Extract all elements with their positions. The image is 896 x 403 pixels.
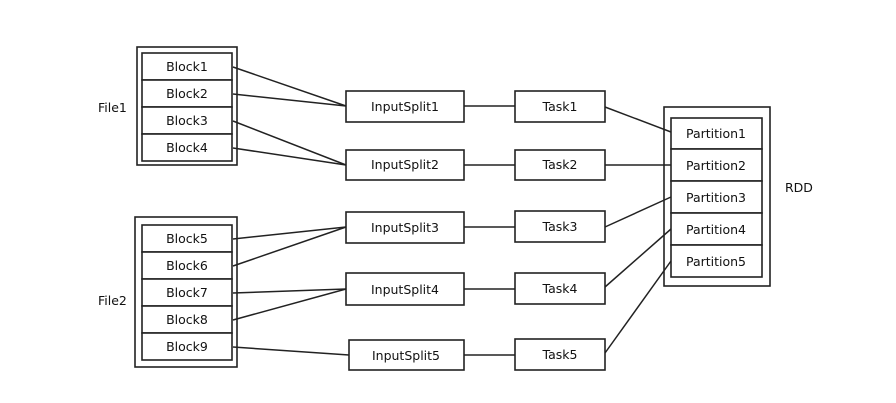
input-split-label: InputSplit1 (371, 99, 439, 114)
partition-item: Partition3 (670, 180, 763, 214)
block-item: Block5 (141, 224, 233, 253)
rdd-frame (663, 106, 771, 287)
partition-label: Partition3 (686, 190, 746, 205)
block-cell (141, 106, 233, 135)
task-box (514, 149, 606, 181)
partition-item: Partition1 (670, 117, 763, 150)
partition-cell (670, 148, 763, 182)
block-item: Block1 (141, 52, 233, 81)
edge-block6-split3 (232, 226, 347, 267)
rdd-group: RDD Partition1 Partition2 Partition3 Par… (663, 106, 813, 287)
block-label: Block9 (166, 339, 208, 354)
edge-block5-split3 (232, 226, 347, 240)
input-split-box (345, 149, 465, 181)
block-item: Block4 (141, 133, 233, 162)
block-item: Block2 (141, 79, 233, 108)
task-node: Task4 (514, 272, 606, 305)
block-cell (141, 133, 233, 162)
edge-block7-split4 (232, 288, 347, 294)
edge-block1-split1 (232, 66, 347, 107)
file1-frame (136, 46, 238, 166)
input-split-box (345, 272, 465, 306)
block-label: Block4 (166, 140, 208, 155)
input-split-label: InputSplit3 (371, 220, 439, 235)
task-node: Task2 (514, 149, 606, 181)
partition-item: Partition2 (670, 148, 763, 182)
input-split-node: InputSplit4 (345, 272, 465, 306)
input-split-box (345, 90, 465, 123)
input-split-node: InputSplit2 (345, 149, 465, 181)
input-split-node: InputSplit3 (345, 211, 465, 244)
partition-label: Partition4 (686, 222, 746, 237)
file2-frame (134, 216, 238, 368)
task-label: Task2 (542, 157, 578, 172)
task-node: Task1 (514, 90, 606, 123)
block-cell (141, 251, 233, 280)
edge-block8-split4 (232, 288, 347, 321)
task-node: Task5 (514, 338, 606, 371)
task-box (514, 210, 606, 243)
input-split-node: InputSplit1 (345, 90, 465, 123)
input-split-node: InputSplit5 (348, 339, 465, 371)
tasks: Task1 Task2 Task3 Task4 Task5 (514, 90, 606, 371)
input-split-label: InputSplit5 (372, 348, 440, 363)
block-label: Block7 (166, 285, 208, 300)
block-item: Block8 (141, 305, 233, 334)
block-label: Block8 (166, 312, 208, 327)
block-label: Block5 (166, 231, 208, 246)
block-label: Block2 (166, 86, 208, 101)
edge-block3-split2 (232, 120, 347, 166)
task-label: Task1 (542, 99, 578, 114)
task-label: Task5 (542, 347, 578, 362)
file2-label: File2 (98, 293, 127, 308)
block-label: Block6 (166, 258, 208, 273)
block-item: Block9 (141, 332, 233, 361)
block-item: Block7 (141, 278, 233, 307)
partition-label: Partition2 (686, 158, 746, 173)
task-box (514, 338, 606, 371)
edge-task4-partition4 (604, 228, 672, 288)
rdd-label: RDD (785, 180, 813, 195)
edge-block9-split5 (232, 346, 350, 356)
edge-block2-split1 (232, 93, 347, 107)
input-split-box (348, 339, 465, 371)
partition-cell (670, 180, 763, 214)
partition-item: Partition5 (670, 244, 763, 278)
block-cell (141, 278, 233, 307)
task-box (514, 272, 606, 305)
connectors (232, 66, 672, 356)
input-split-box (345, 211, 465, 244)
block-cell (141, 224, 233, 253)
edge-task5-partition5 (604, 260, 672, 354)
input-split-label: InputSplit2 (371, 157, 439, 172)
block-cell (141, 332, 233, 361)
input-split-label: InputSplit4 (371, 282, 439, 297)
partition-item: Partition4 (670, 212, 763, 246)
block-label: Block1 (166, 59, 208, 74)
block-item: Block3 (141, 106, 233, 135)
block-label: Block3 (166, 113, 208, 128)
file1-label: File1 (98, 100, 127, 115)
partition-cell (670, 244, 763, 278)
task-label: Task4 (542, 281, 578, 296)
file2-group: File2 Block5 Block6 Block7 Block8 Block9 (98, 216, 238, 368)
task-node: Task3 (514, 210, 606, 243)
task-box (514, 90, 606, 123)
task-label: Task3 (542, 219, 578, 234)
partition-label: Partition1 (686, 126, 746, 141)
partition-label: Partition5 (686, 254, 746, 269)
edge-block4-split2 (232, 147, 347, 166)
edge-task3-partition3 (604, 196, 672, 228)
file1-group: File1 Block1 Block2 Block3 Block4 (98, 46, 238, 166)
block-item: Block6 (141, 251, 233, 280)
input-splits: InputSplit1 InputSplit2 InputSplit3 Inpu… (345, 90, 465, 371)
edge-task1-partition1 (604, 106, 672, 133)
